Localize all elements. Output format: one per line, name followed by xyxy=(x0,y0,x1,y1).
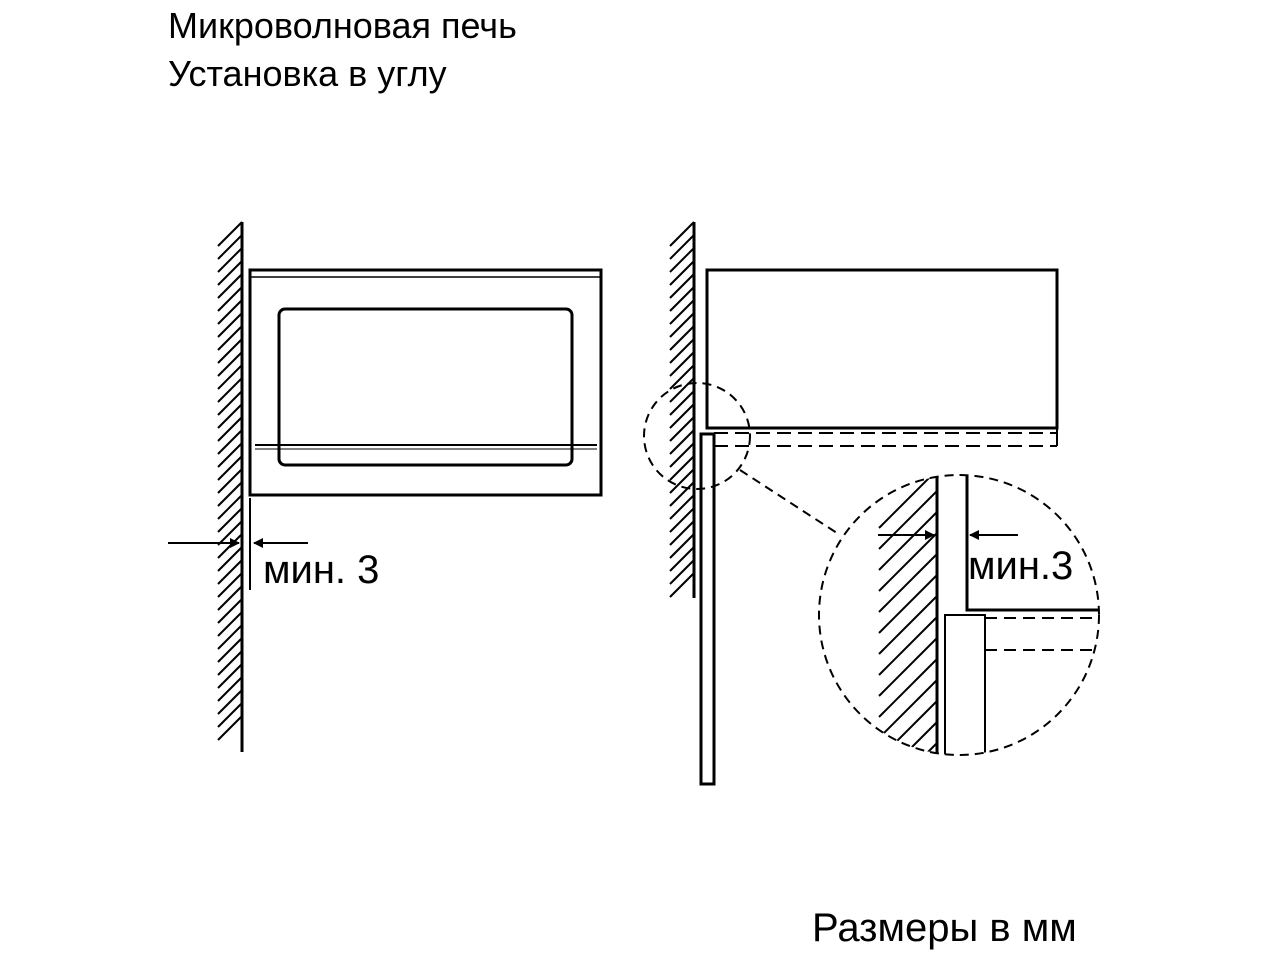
hatch-stroke xyxy=(878,553,938,613)
hatch-stroke xyxy=(217,390,243,416)
hatch-stroke xyxy=(217,520,243,546)
hatch-stroke xyxy=(217,364,243,390)
hatch-stroke xyxy=(217,663,243,689)
hatch-stroke xyxy=(669,442,695,468)
hatch-stroke xyxy=(217,351,243,377)
hatch-stroke xyxy=(878,616,938,676)
hatch-stroke xyxy=(669,299,695,325)
hatch-stroke xyxy=(669,260,695,286)
hatch-stroke xyxy=(217,676,243,702)
hatch-stroke xyxy=(669,494,695,520)
hatch-stroke xyxy=(217,624,243,650)
hatch-stroke xyxy=(217,481,243,507)
hatch-stroke xyxy=(878,475,938,529)
hatch-stroke xyxy=(669,403,695,429)
hatch-stroke xyxy=(217,598,243,624)
magnified-detail xyxy=(818,474,1100,756)
hatch-stroke xyxy=(669,234,695,260)
hatch-stroke xyxy=(669,520,695,546)
hatch-stroke xyxy=(217,637,243,663)
left-microwave xyxy=(248,268,603,497)
hatch-stroke xyxy=(669,507,695,533)
hatch-stroke xyxy=(217,403,243,429)
hatch-stroke xyxy=(669,273,695,299)
hatch-stroke xyxy=(669,338,695,364)
hatch-stroke xyxy=(217,585,243,611)
hatch-stroke xyxy=(669,572,695,598)
right-side-panel xyxy=(699,432,716,786)
hatch-stroke xyxy=(878,595,938,655)
hatch-stroke xyxy=(669,481,695,507)
hatch-stroke xyxy=(217,650,243,676)
hatch-stroke xyxy=(217,689,243,715)
left-wall xyxy=(217,221,244,752)
hatch-stroke xyxy=(878,679,938,739)
hatch-stroke xyxy=(878,511,938,571)
hatch-stroke xyxy=(217,546,243,572)
hatch-stroke xyxy=(217,286,243,312)
hatch-stroke xyxy=(669,390,695,416)
hatch-stroke xyxy=(669,559,695,585)
hatch-stroke xyxy=(669,364,695,390)
hatch-stroke xyxy=(878,742,938,755)
hatch-stroke xyxy=(217,273,243,299)
hatch-stroke xyxy=(217,221,243,247)
hatch-stroke xyxy=(217,715,243,741)
hatch-stroke xyxy=(217,468,243,494)
left-min-gap-label: мин. 3 xyxy=(263,548,380,592)
hatch-stroke xyxy=(878,490,938,550)
hatch-stroke xyxy=(669,546,695,572)
hatch-stroke xyxy=(669,468,695,494)
hatch-stroke xyxy=(217,572,243,598)
hatch-stroke xyxy=(669,247,695,273)
hatch-stroke xyxy=(217,494,243,520)
right-wall xyxy=(669,221,696,598)
hatch-stroke xyxy=(217,312,243,338)
hatch-stroke xyxy=(878,532,938,592)
units-note: Размеры в мм xyxy=(812,906,1077,950)
hatch-stroke xyxy=(217,338,243,364)
hatch-stroke xyxy=(217,507,243,533)
hatch-stroke xyxy=(217,442,243,468)
hatch-stroke xyxy=(669,455,695,481)
magnified-contents xyxy=(878,475,1099,822)
hatch-stroke xyxy=(217,702,243,728)
hatch-stroke xyxy=(217,429,243,455)
hatch-stroke xyxy=(879,764,937,822)
hatch-stroke xyxy=(217,559,243,585)
hatch-stroke xyxy=(217,533,243,559)
hatch-stroke xyxy=(669,286,695,312)
hatch-stroke xyxy=(669,377,695,403)
hatch-stroke xyxy=(669,533,695,559)
left-dimension xyxy=(168,498,308,590)
hatch-stroke xyxy=(878,637,938,697)
right-min-gap-label: мин.3 xyxy=(968,544,1074,588)
diagram-subtitle: Установка в углу xyxy=(168,53,447,94)
hatch-stroke xyxy=(669,351,695,377)
hatch-stroke xyxy=(217,377,243,403)
hatch-stroke xyxy=(878,574,938,634)
hatch-stroke xyxy=(669,429,695,455)
hatch-stroke xyxy=(669,416,695,442)
hatch-stroke xyxy=(217,299,243,325)
hatch-stroke xyxy=(217,611,243,637)
diagram-title: Микроволновая печь xyxy=(168,5,517,46)
hatch-stroke xyxy=(669,325,695,351)
hatch-stroke xyxy=(217,247,243,273)
hatch-stroke xyxy=(669,312,695,338)
door-window xyxy=(277,307,574,467)
hatch-stroke xyxy=(217,325,243,351)
hatch-stroke xyxy=(669,221,695,247)
hatch-stroke xyxy=(217,416,243,442)
hatch-stroke xyxy=(217,455,243,481)
detail-callout xyxy=(643,382,1100,756)
hatch-stroke xyxy=(878,658,938,718)
hatch-stroke xyxy=(217,260,243,286)
right-microwave xyxy=(705,268,1059,447)
hatch-stroke xyxy=(217,234,243,260)
